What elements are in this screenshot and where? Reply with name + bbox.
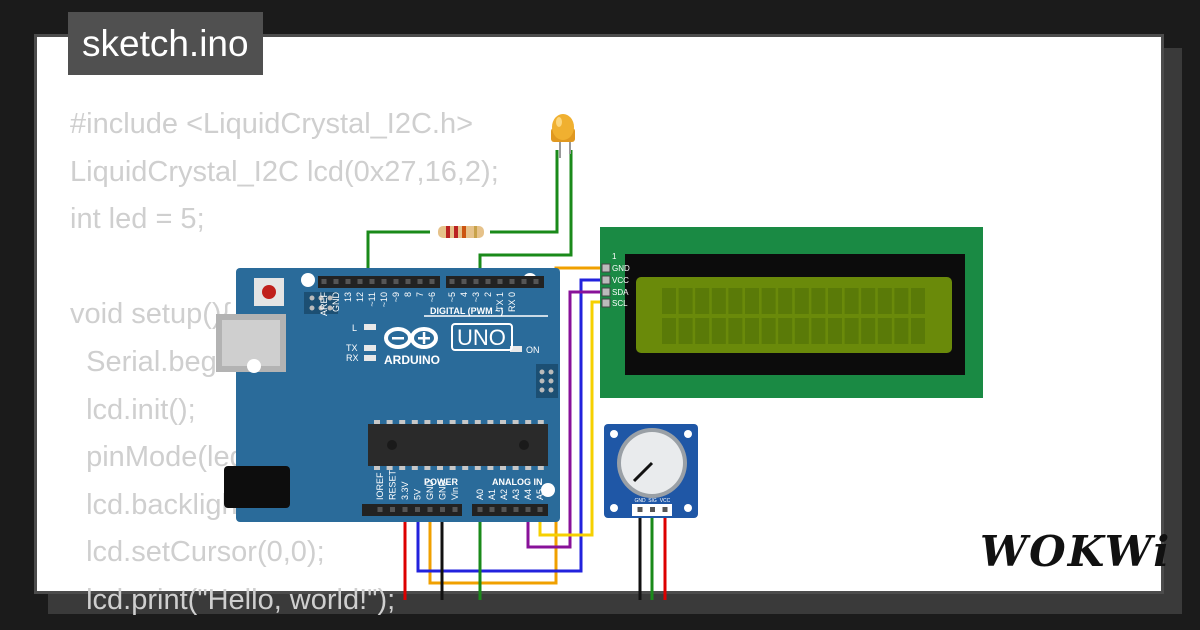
analog-pin-label: A0 xyxy=(475,489,485,500)
wokwi-logo-text: WOKWi xyxy=(980,527,1171,576)
atmega-chip xyxy=(368,424,548,466)
power-pin-label: 5V xyxy=(413,489,423,500)
digital-pin-label: ~3 xyxy=(471,292,481,302)
lcd-pin-label: GND xyxy=(612,264,630,273)
led-rx xyxy=(364,355,376,361)
resistor[interactable] xyxy=(438,226,484,238)
digital-pin-label: AREF xyxy=(319,292,329,317)
power-label: POWER xyxy=(424,477,459,487)
digital-pin-label: ~5 xyxy=(447,292,457,302)
analog-pin-label: A2 xyxy=(499,489,509,500)
knob-indicator xyxy=(632,461,654,483)
led-l xyxy=(364,324,376,330)
pot-pin-label: GND xyxy=(634,498,646,504)
infinity-logo-icon xyxy=(384,327,438,349)
power-pin-label: Vin xyxy=(450,487,460,500)
pot-pin-label: SIG xyxy=(648,498,657,504)
digital-pin-label: TX 1 xyxy=(495,292,505,311)
pot-pin-label: VCC xyxy=(660,498,671,504)
wires xyxy=(366,150,667,600)
lcd-character-cells xyxy=(662,288,925,344)
led-on xyxy=(510,346,522,352)
wokwi-logo: WOKWi xyxy=(980,527,1169,576)
reset-button[interactable] xyxy=(262,285,276,299)
power-pin-label: RESET xyxy=(388,469,398,500)
digital-header-label: DIGITAL (PWM ~) xyxy=(430,306,503,316)
lcd-pin-label: SDA xyxy=(612,288,629,297)
power-pin-label: IOREF xyxy=(375,472,385,500)
power-jack xyxy=(224,466,290,508)
led-tx-label: TX xyxy=(346,343,358,353)
digital-pin-label: ~6 xyxy=(427,292,437,302)
digital-pin-label: GND xyxy=(331,292,341,313)
led-l-label: L xyxy=(352,323,357,333)
brand-label: ARDUINO xyxy=(384,353,440,367)
digital-pin-label: 4 xyxy=(459,292,469,297)
digital-pin-label: RX 0 xyxy=(507,292,517,312)
power-pin-label: GND xyxy=(438,480,448,501)
analog-pin-label: A5 xyxy=(535,489,545,500)
digital-pin-label: ~9 xyxy=(391,292,401,302)
wire-lcd-sda xyxy=(526,290,606,549)
wire-lcd-scl xyxy=(538,300,606,537)
digital-pin-label: 7 xyxy=(415,292,425,297)
wire-resistor-led xyxy=(490,150,559,234)
analog-label: ANALOG IN xyxy=(492,477,543,487)
digital-pin-label: ~10 xyxy=(379,292,389,307)
model-label: UNO xyxy=(457,325,506,350)
digital-pin-label: ~11 xyxy=(367,292,377,307)
analog-pin-label: A4 xyxy=(523,489,533,500)
lcd-pin-label: SCL xyxy=(612,299,628,308)
power-pin-label: 3.3V xyxy=(400,481,410,500)
analog-pin-label: A3 xyxy=(511,489,521,500)
wire-gnd-resistor xyxy=(366,230,430,282)
digital-pin-label: 8 xyxy=(403,292,413,297)
power-pin-label: GND xyxy=(425,480,435,501)
digital-pin-label: 2 xyxy=(483,292,493,297)
analog-pin-label: A1 xyxy=(487,489,497,500)
led-tx xyxy=(364,345,376,351)
wire-lcd-gnd xyxy=(428,266,606,585)
lcd-pin-label: VCC xyxy=(612,276,629,285)
digital-pin-label: 13 xyxy=(343,292,353,302)
led[interactable] xyxy=(551,114,575,158)
led-rx-label: RX xyxy=(346,353,359,363)
tab-sketch-ino[interactable]: sketch.ino xyxy=(68,12,263,75)
led-on-label: ON xyxy=(526,345,540,355)
digital-pin-label: 12 xyxy=(355,292,365,302)
lcd-pin-label: 1 xyxy=(612,252,617,261)
wire-lcd-vcc xyxy=(416,278,606,573)
